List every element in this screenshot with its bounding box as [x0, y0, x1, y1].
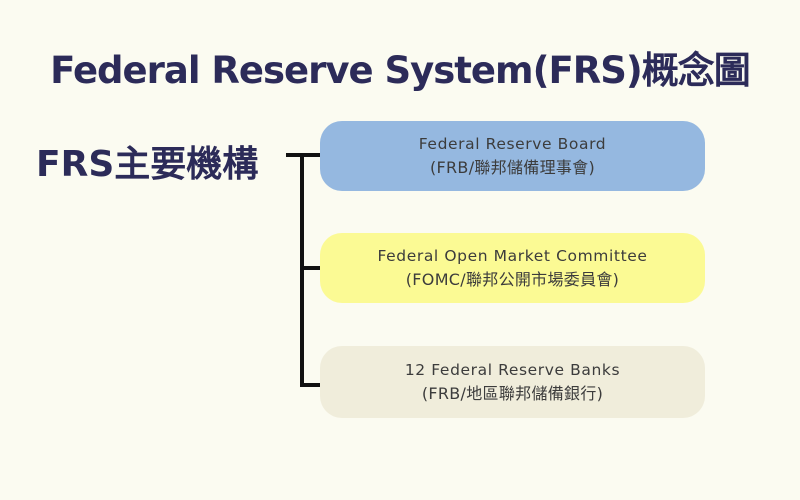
node-subtitle: (FRB/聯邦儲備理事會) [429, 157, 596, 177]
node-subtitle: (FRB/地區聯邦儲備銀行) [421, 383, 604, 403]
group-label: FRS主要機構 [36, 144, 259, 185]
node-federal-open-market-committee: Federal Open Market Committee (FOMC/聯邦公開… [320, 233, 705, 303]
connector-trunk [300, 153, 304, 387]
node-subtitle: (FOMC/聯邦公開市場委員會) [405, 269, 620, 289]
connector-branch-middle [304, 266, 320, 270]
node-twelve-federal-reserve-banks: 12 Federal Reserve Banks (FRB/地區聯邦儲備銀行) [320, 346, 705, 418]
page-title: Federal Reserve System(FRS)概念圖 [50, 49, 751, 92]
node-title: Federal Reserve Board [418, 134, 607, 153]
node-title: 12 Federal Reserve Banks [404, 360, 621, 379]
node-federal-reserve-board: Federal Reserve Board (FRB/聯邦儲備理事會) [320, 121, 705, 191]
connector-branch-bottom [300, 383, 320, 387]
node-title: Federal Open Market Committee [377, 246, 648, 265]
